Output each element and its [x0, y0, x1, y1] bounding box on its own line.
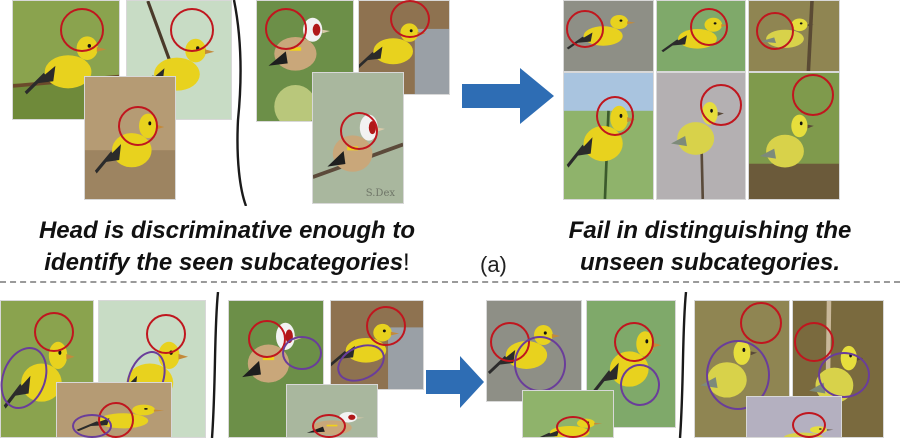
group-divider — [232, 0, 248, 206]
purple-ellipse-annotation — [620, 364, 660, 406]
panel-separator — [0, 281, 900, 283]
bird-photo: S.Dex — [312, 72, 404, 204]
caption-seen-line1: Head is discriminative enough to — [38, 217, 416, 244]
purple-ellipse-annotation — [514, 336, 566, 392]
red-circle-annotation — [34, 312, 74, 352]
red-circle-annotation — [792, 412, 826, 438]
red-circle-annotation — [118, 106, 158, 146]
bird-photo — [84, 76, 176, 200]
red-circle-annotation — [740, 302, 782, 344]
group-divider — [210, 292, 220, 438]
red-circle-annotation — [170, 8, 214, 52]
right-arrow-icon — [426, 356, 484, 408]
red-circle-annotation — [248, 320, 286, 358]
red-circle-annotation — [146, 314, 186, 354]
caption-unseen-line2: unseen subcategories. — [579, 249, 841, 276]
red-circle-annotation — [690, 8, 728, 46]
purple-ellipse-annotation — [706, 340, 770, 410]
group-divider — [678, 292, 688, 438]
photo-watermark: S.Dex — [365, 188, 395, 199]
red-circle-annotation — [390, 0, 430, 38]
purple-ellipse-annotation — [818, 352, 870, 398]
red-circle-annotation — [60, 8, 104, 52]
red-circle-annotation — [596, 96, 634, 136]
red-circle-annotation — [794, 322, 834, 362]
panel-label-a: (a) — [480, 252, 507, 277]
red-circle-annotation — [566, 10, 604, 48]
red-circle-annotation — [340, 112, 378, 150]
red-circle-annotation — [312, 414, 346, 438]
red-circle-annotation — [756, 12, 794, 50]
red-circle-annotation — [265, 8, 307, 50]
red-circle-annotation — [700, 84, 742, 126]
red-circle-annotation — [556, 416, 590, 438]
purple-ellipse-annotation — [282, 336, 322, 370]
right-arrow-icon — [462, 68, 554, 124]
purple-ellipse-annotation — [72, 414, 112, 438]
red-circle-annotation — [366, 306, 406, 346]
bird-photo — [563, 72, 654, 200]
caption-exclamation: ! — [403, 249, 410, 276]
caption-unseen-line1: Fail in distinguishing the — [568, 217, 852, 244]
caption-seen-line2: identify the seen subcategories! — [44, 249, 410, 276]
red-circle-annotation — [614, 322, 654, 362]
red-circle-annotation — [792, 74, 834, 116]
